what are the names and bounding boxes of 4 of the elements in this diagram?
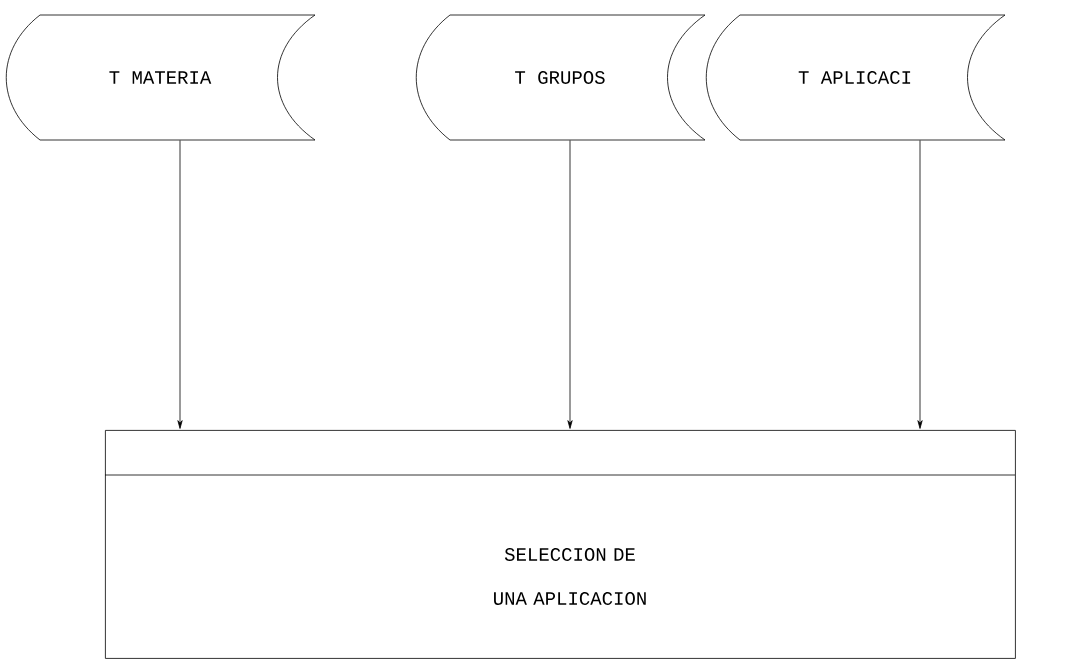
- arrow: [177, 140, 183, 429]
- process-box: SELECCION DE UNA APLICACION: [104, 430, 1016, 659]
- arrow: [917, 140, 923, 429]
- arrow: [567, 140, 573, 429]
